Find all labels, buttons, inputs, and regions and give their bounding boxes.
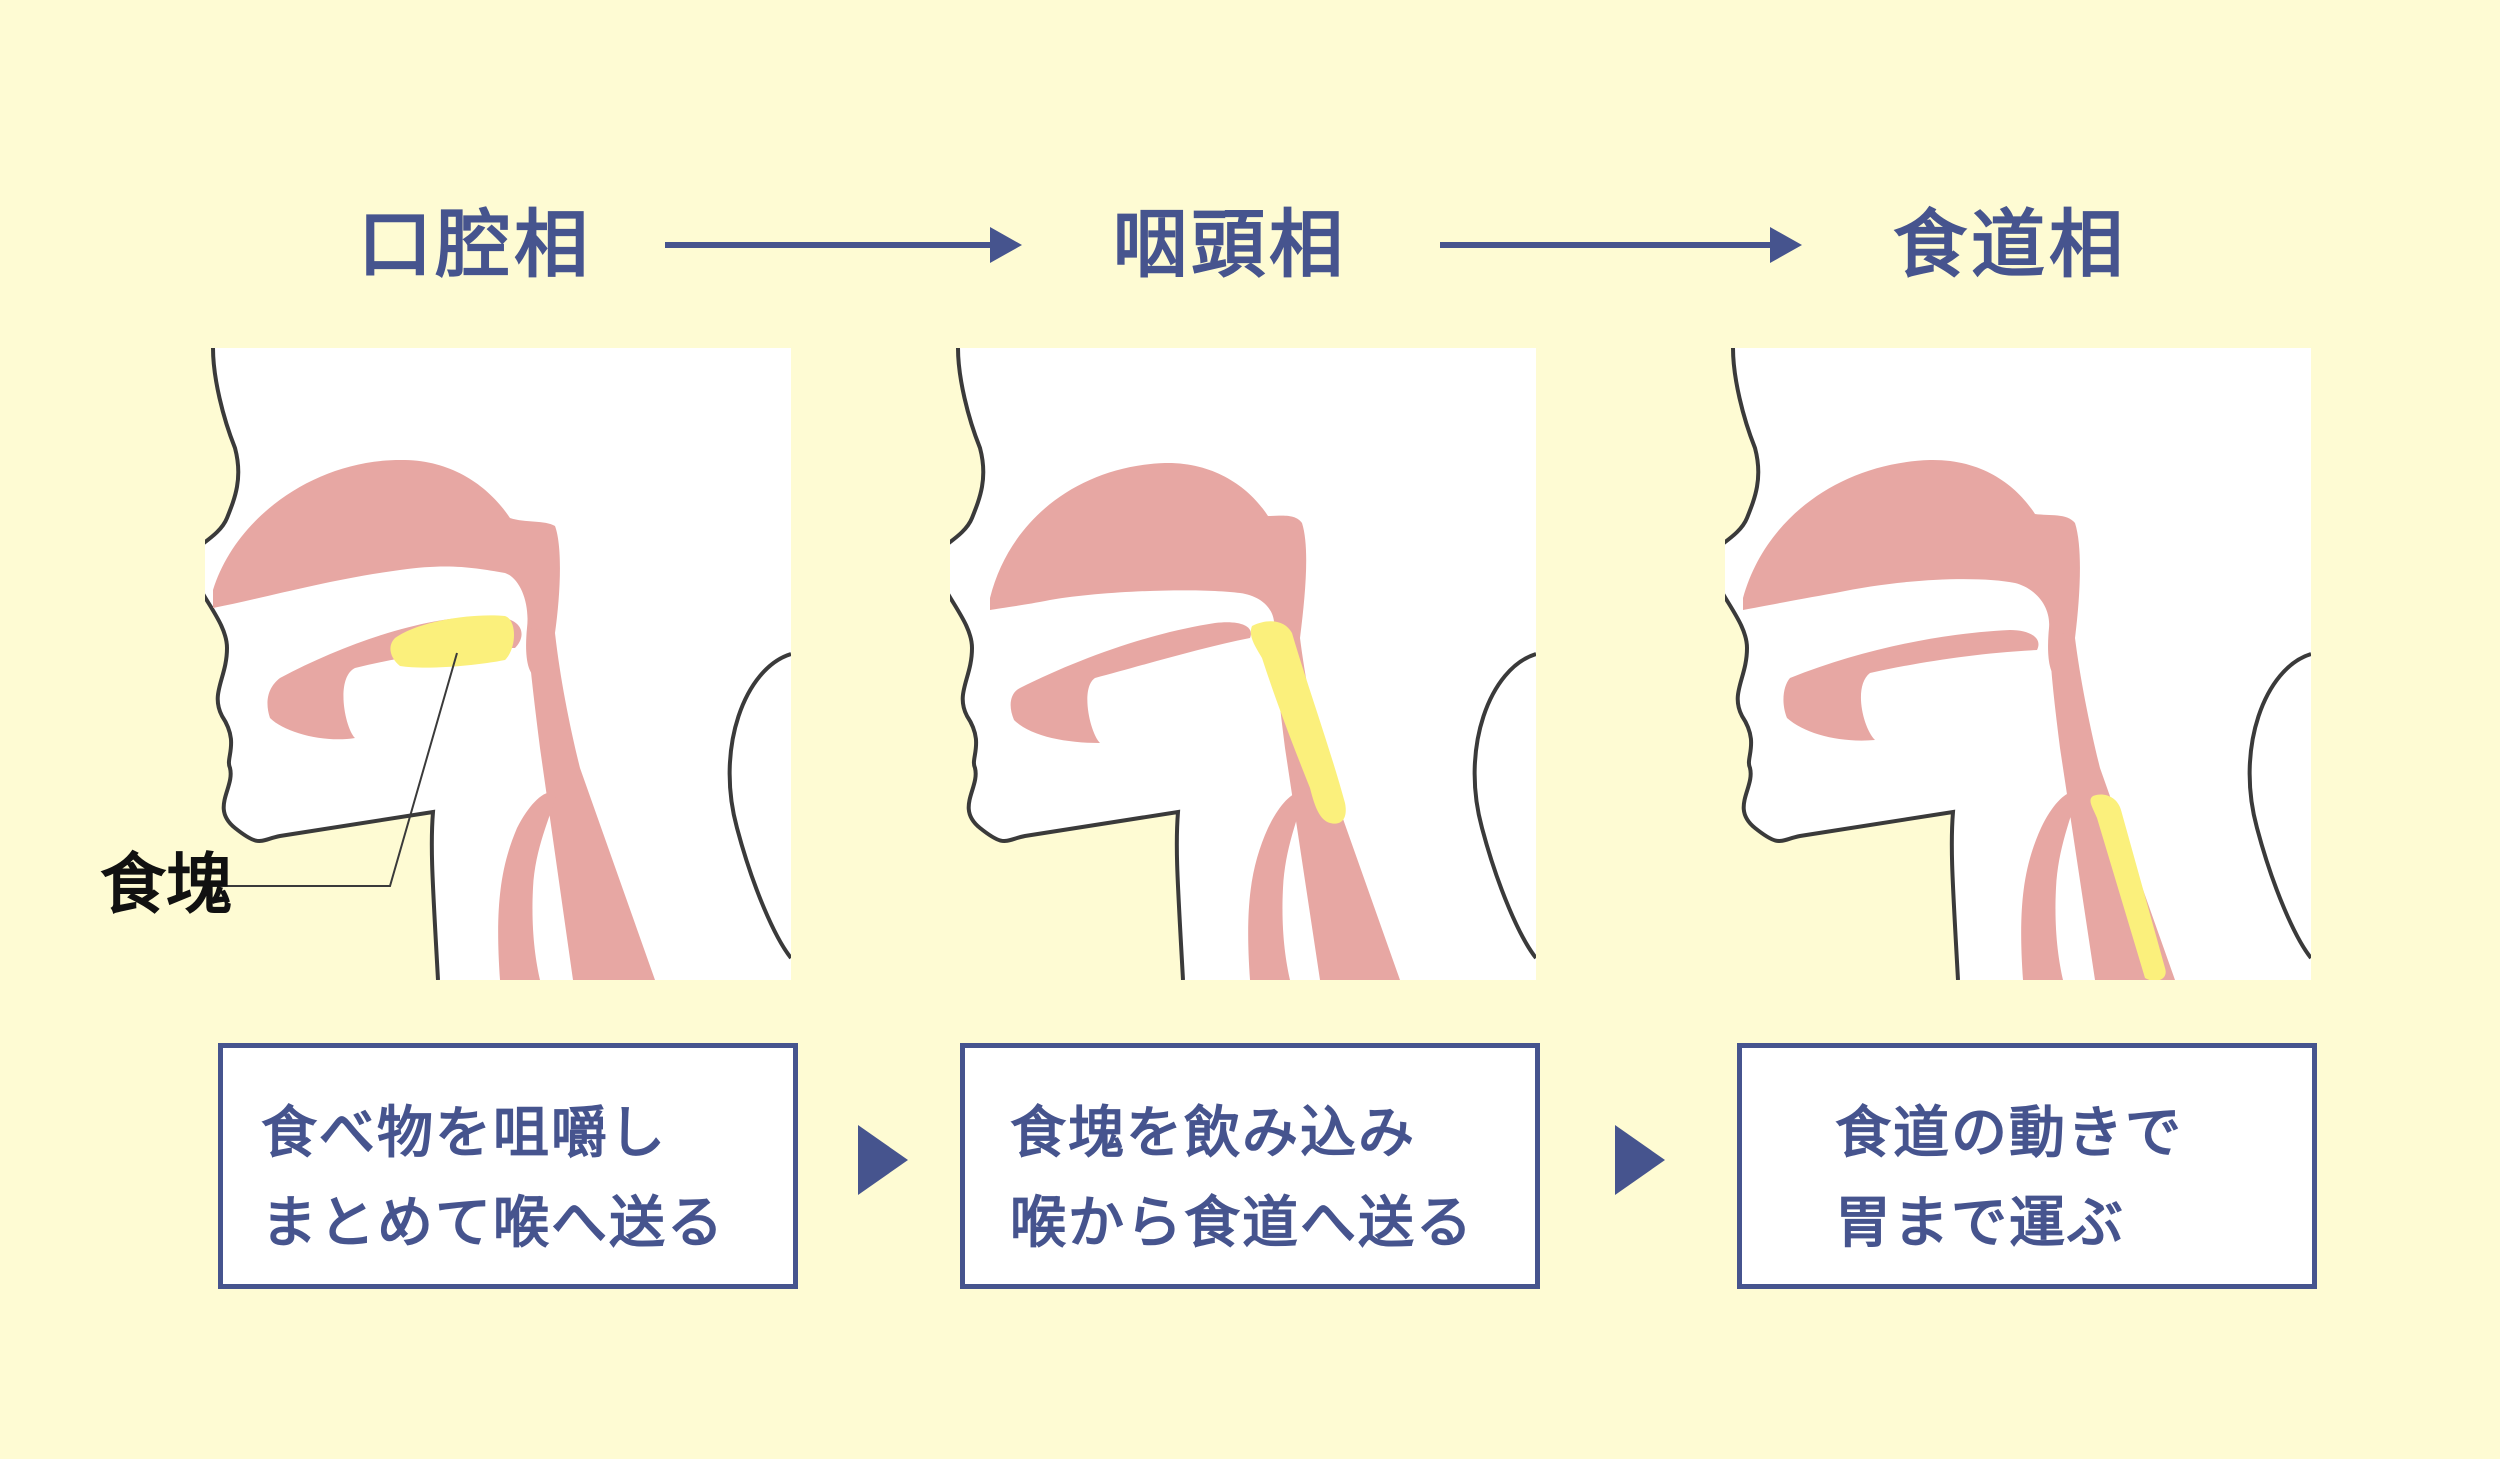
triangle-right-icon (858, 1125, 908, 1195)
tongue (1010, 622, 1251, 743)
description-line: 胃まで運ぶ (1835, 1191, 2125, 1256)
anatomy-panel-pharyngeal (950, 348, 1536, 980)
anatomy-panel-oral (205, 348, 791, 980)
arrow-right-icon (1440, 227, 1802, 263)
trachea (2021, 792, 2078, 980)
anatomy-panel-esophageal (1725, 348, 2311, 980)
description-line: 食道の動きで (1835, 1101, 2183, 1166)
neck-outline (2247, 652, 2311, 960)
bolus-leader-line (205, 652, 458, 887)
trachea (498, 792, 557, 980)
bolus (2090, 794, 2166, 980)
face-outline (950, 348, 1185, 980)
bolus (390, 615, 514, 668)
phase-title-pharyngeal: 咽頭相 (1113, 202, 1347, 288)
description-line: 食べ物を咀嚼し (261, 1101, 667, 1166)
palate (1743, 459, 2080, 678)
trachea (1248, 792, 1305, 980)
pharynx-wall (527, 628, 655, 980)
description-box-esophageal: 食道の動きで 胃まで運ぶ (1737, 1043, 2317, 1289)
triangle-right-icon (1615, 1125, 1665, 1195)
phase-title-esophageal: 食道相 (1893, 202, 2127, 288)
bolus-label: 食塊 (100, 846, 232, 923)
arrow-right-icon (665, 227, 1022, 263)
neck-outline (1472, 652, 1536, 960)
face-outline (1725, 348, 1960, 980)
description-box-pharyngeal: 食塊を飲み込み 喉から食道へ送る (960, 1043, 1540, 1289)
description-box-oral: 食べ物を咀嚼し まとめて喉へ送る (218, 1043, 798, 1289)
description-line: まとめて喉へ送る (261, 1191, 725, 1256)
neck-outline (727, 652, 791, 960)
palate (990, 462, 1307, 678)
palate (213, 459, 560, 678)
bolus (1250, 621, 1346, 824)
face-outline (205, 348, 440, 980)
tongue (1783, 630, 2039, 741)
description-line: 食塊を飲み込み (1010, 1101, 1416, 1166)
phase-title-oral: 口腔相 (358, 202, 592, 288)
description-line: 喉から食道へ送る (1010, 1191, 1474, 1256)
